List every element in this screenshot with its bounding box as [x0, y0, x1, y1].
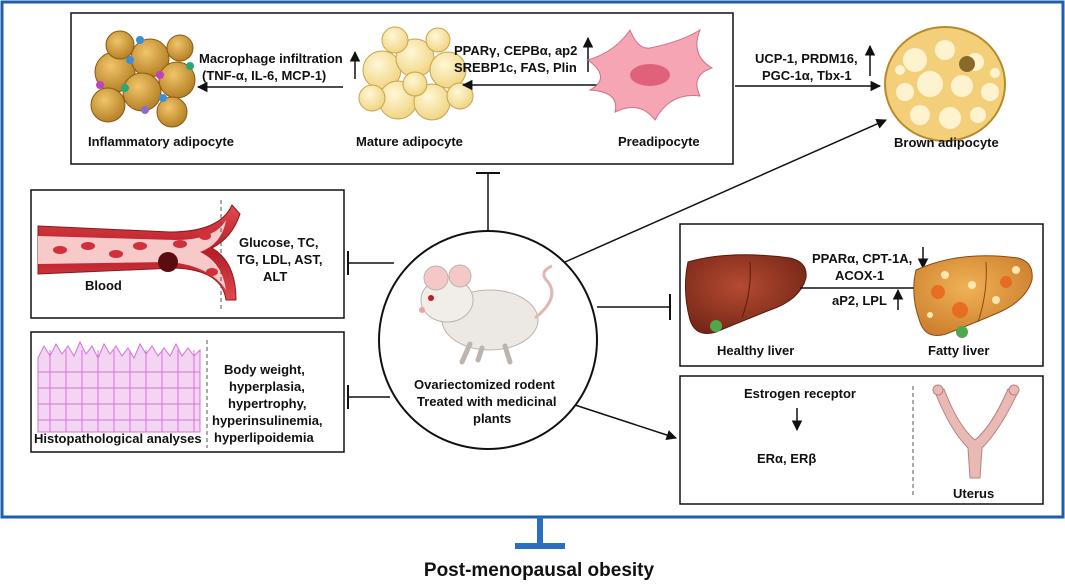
receptor-subtypes: ERα, ERβ — [757, 451, 816, 466]
liver-markers-down-line2: ACOX-1 — [835, 268, 884, 283]
histo-param-line2: hyperplasia, — [229, 379, 305, 394]
adipogenic-markers-line1: PPARγ, CEPBα, ap2 — [454, 43, 577, 58]
blood-param-line1: Glucose, TC, — [239, 235, 318, 250]
brown-adipocyte-label: Brown adipocyte — [894, 135, 999, 150]
center-to-brown-arrow — [564, 119, 887, 263]
healthy-liver-image — [684, 254, 807, 334]
preadipocyte-label: Preadipocyte — [618, 134, 700, 149]
liver-markers-down-line1: PPARα, CPT-1A, — [812, 251, 912, 266]
histology-image — [37, 340, 201, 433]
uterus-label: Uterus — [953, 486, 994, 501]
blood-vessel-image — [37, 204, 241, 301]
center-line2: Treated with medicinal — [417, 394, 556, 409]
center-to-uterus-arrow — [574, 404, 677, 441]
blood-label: Blood — [85, 278, 122, 293]
histo-param-line4: hyperinsulinemia, — [212, 413, 323, 428]
mature-adipocyte-label: Mature adipocyte — [356, 134, 463, 149]
fatty-liver-image — [913, 255, 1033, 338]
brown-markers-line1: UCP-1, PRDM16, — [755, 51, 858, 66]
liver-markers-up: aP2, LPL — [832, 293, 887, 308]
adipogenic-markers-line2: SREBP1c, FAS, Plin — [454, 60, 577, 75]
estrogen-receptor-label: Estrogen receptor — [744, 386, 856, 401]
histo-param-line3: hypertrophy, — [228, 396, 307, 411]
mature-adipocyte-image — [358, 26, 474, 121]
histo-param-line5: hyperlipoidemia — [214, 430, 314, 445]
macrophage-infiltration-line1: Macrophage infiltration — [199, 51, 343, 66]
preadipocyte-image — [586, 28, 714, 121]
inflammatory-adipocyte-image — [90, 30, 196, 128]
post-menopausal-obesity-title: Post-menopausal obesity — [424, 560, 655, 581]
healthy-liver-label: Healthy liver — [717, 343, 794, 358]
fatty-liver-label: Fatty liver — [928, 343, 989, 358]
uterus-image — [932, 384, 1020, 479]
bottom-inhibit-bar — [515, 543, 565, 549]
macrophage-infiltration-line2: (TNF-α, IL-6, MCP-1) — [202, 68, 326, 83]
blood-param-line2: TG, LDL, AST, — [237, 252, 322, 267]
bottom-inhibit-stem — [537, 517, 543, 545]
inflammatory-adipocyte-label: Inflammatory adipocyte — [88, 134, 234, 149]
brown-markers-line2: PGC-1α, Tbx-1 — [762, 68, 852, 83]
rodent-image — [419, 264, 554, 365]
center-line1: Ovariectomized rodent — [414, 377, 556, 392]
histopathology-label: Histopathological analyses — [34, 431, 202, 446]
histo-param-line1: Body weight, — [224, 362, 305, 377]
blood-param-line3: ALT — [263, 269, 287, 284]
outer-frame — [0, 0, 1065, 519]
brown-adipocyte-image — [884, 26, 1006, 142]
center-line3: plants — [473, 411, 511, 426]
